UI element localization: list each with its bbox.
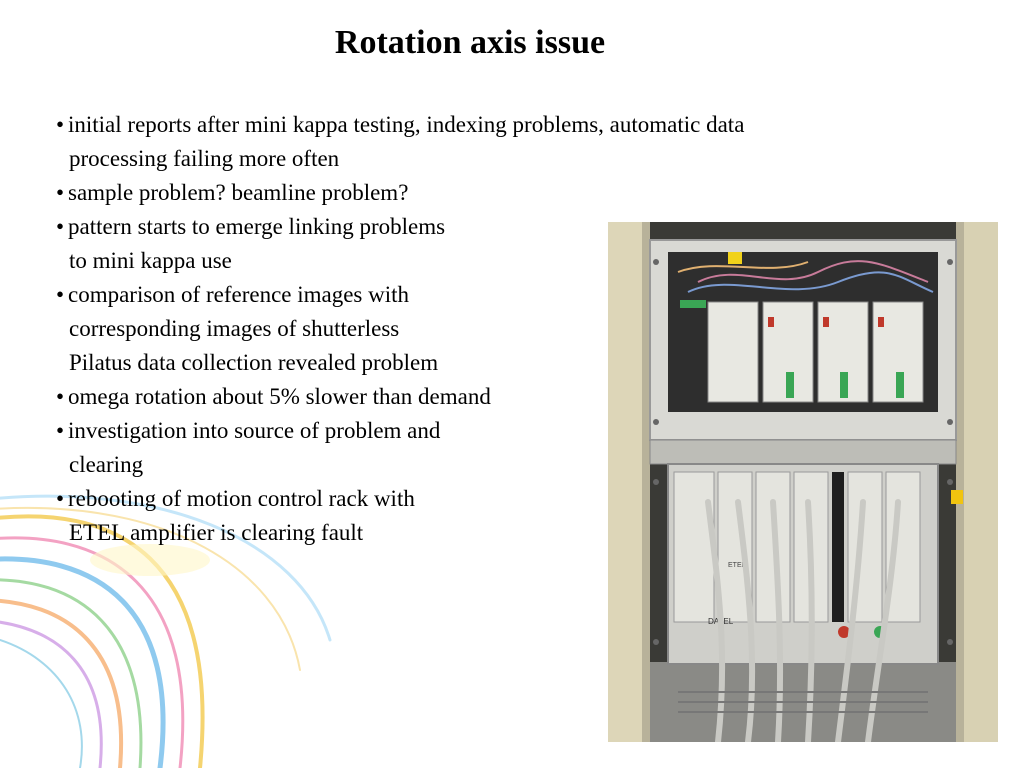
photo-label-etel: ETEL: [728, 562, 746, 569]
bullet-text: pattern starts to emerge linking problem…: [68, 214, 446, 239]
bullet-item: initial reports after mini kappa testing…: [56, 108, 745, 176]
bullet-text: ETEL amplifier is clearing fault: [69, 520, 364, 545]
bullet-text: processing failing more often: [69, 146, 340, 171]
bullet-item: sample problem? beamline problem?: [56, 176, 616, 210]
slide-title: Rotation axis issue: [334, 24, 606, 61]
bullet-item: pattern starts to emerge linking problem…: [56, 210, 616, 278]
bullet-text: comparison of reference images with: [68, 282, 410, 307]
decorative-swirl: [0, 494, 332, 768]
motion-control-rack-photo: DATEL ETEL: [608, 222, 998, 742]
bullet-text: sample problem? beamline problem?: [68, 180, 409, 205]
bullet-text: omega rotation about 5% slower than dema…: [68, 384, 491, 409]
bullet-item: comparison of reference images with corr…: [56, 278, 616, 380]
bullet-text: clearing: [69, 452, 144, 477]
bullet-item: rebooting of motion control rack with ET…: [56, 482, 616, 550]
bullet-text: rebooting of motion control rack with: [68, 486, 415, 511]
bullet-item: omega rotation about 5% slower than dema…: [56, 380, 616, 414]
bullet-text: to mini kappa use: [69, 248, 232, 273]
bullet-text: Pilatus data collection revealed problem: [69, 350, 439, 375]
bullet-text: corresponding images of shutterless: [69, 316, 400, 341]
bullet-item: investigation into source of problem and…: [56, 414, 616, 482]
bullet-text: initial reports after mini kappa testing…: [68, 112, 745, 137]
bullet-list: initial reports after mini kappa testing…: [56, 108, 745, 550]
bullet-text: investigation into source of problem and: [68, 418, 441, 443]
